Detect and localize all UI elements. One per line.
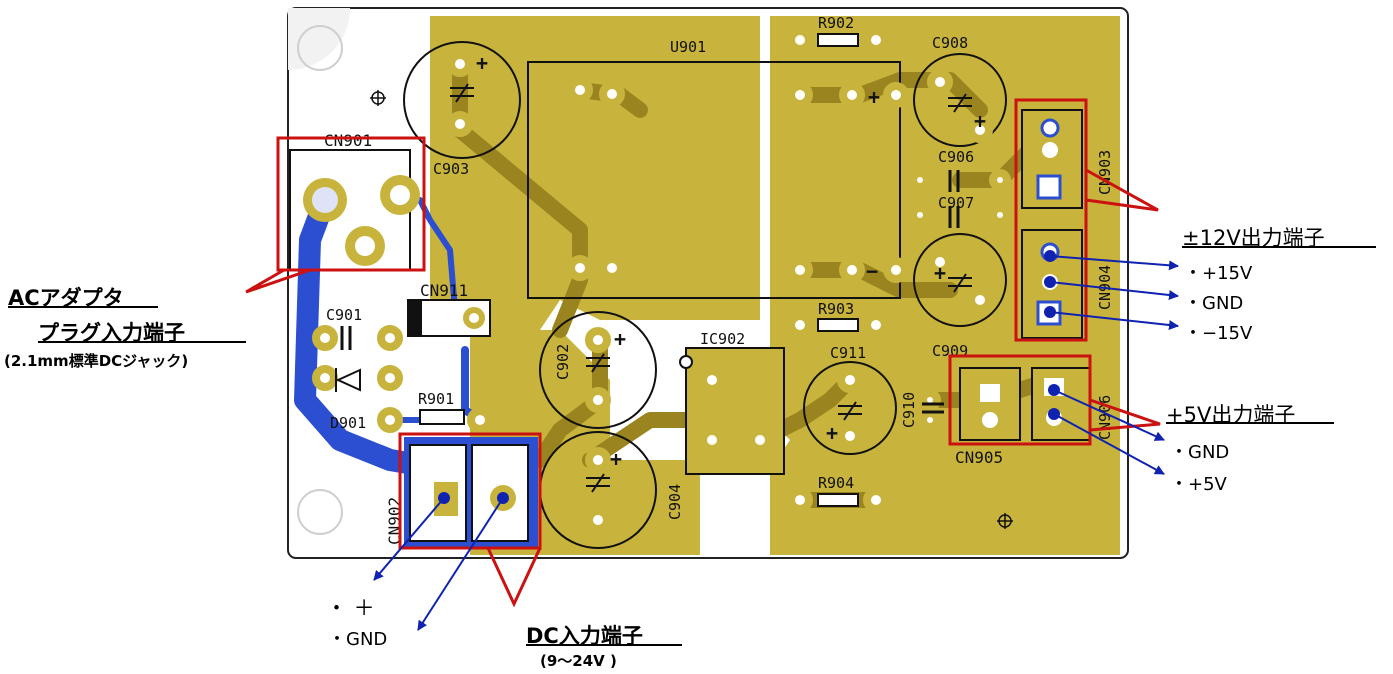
fiducial-marks <box>370 90 1013 529</box>
p5-pin-gnd: ・GND <box>1170 442 1230 463</box>
silk-plus-c911: + <box>826 421 838 445</box>
silk-c902: C902 <box>554 344 572 380</box>
dc-input-subtitle: (9〜24V ) <box>540 652 617 670</box>
d901-symbol <box>335 368 361 392</box>
resistor-bodies <box>419 33 859 507</box>
cn902-connector <box>404 437 538 547</box>
ic902-outline <box>685 347 785 475</box>
silk-c911: C911 <box>830 344 866 362</box>
silk-c908: C908 <box>932 34 968 52</box>
dc-input-title: DC入力端子 <box>526 624 643 648</box>
silk-r903: R903 <box>818 300 854 318</box>
small-capacitors <box>340 170 960 414</box>
silk-plus-c902: + <box>614 327 626 351</box>
silk-r901: R901 <box>418 390 454 408</box>
pm12-output-title: ±12V出力端子 <box>1182 226 1325 250</box>
silk-plus-c904: + <box>610 447 622 471</box>
ac-adapter-subtitle: (2.1mm標準DCジャック) <box>4 352 189 370</box>
red-callouts <box>245 98 1161 608</box>
silk-plus-c907: + <box>934 261 946 285</box>
cn903-cn904-connectors <box>1021 109 1083 339</box>
silk-c906: C906 <box>938 148 974 166</box>
silk-ic902: IC902 <box>700 330 745 348</box>
cn901-pads <box>303 175 420 266</box>
silk-cn905: CN905 <box>955 448 1003 467</box>
silk-c907: C907 <box>938 194 974 212</box>
p5-pin-plus5: ・+5V <box>1170 474 1227 495</box>
pm12-pin-minus15: ・−15V <box>1184 323 1253 344</box>
pm12-pin-gnd: ・GND <box>1184 293 1244 314</box>
p5-output-title: +5V出力端子 <box>1166 403 1296 427</box>
silk-cn901: CN901 <box>324 131 372 150</box>
dc-pin-gnd: ・GND <box>328 629 388 650</box>
ac-adapter-title: ACアダプタ <box>8 286 124 310</box>
silk-c904: C904 <box>666 484 684 520</box>
silk-plus-c908b: + <box>974 109 986 133</box>
silk-c910: C910 <box>900 392 918 428</box>
silk-r904: R904 <box>818 474 854 492</box>
pin-arrows <box>373 250 1179 631</box>
ac-adapter-title-line2: プラグ入力端子 <box>38 321 185 345</box>
silk-cn903: CN903 <box>1096 150 1114 195</box>
silk-c901: C901 <box>326 306 362 324</box>
silk-plus-c908: + <box>868 85 880 109</box>
u901-outline <box>527 61 901 299</box>
cap-symbols <box>450 83 972 493</box>
title-underlines <box>8 246 1376 646</box>
pads <box>312 27 1011 533</box>
ic902-pin1-mark <box>679 355 693 369</box>
dc-pin-plus: ・ ＋ <box>326 596 375 620</box>
silk-r902: R902 <box>818 14 854 32</box>
silk-d901: D901 <box>330 414 366 432</box>
silk-minus-u901: − <box>866 259 878 283</box>
silk-cn911: CN911 <box>420 281 468 300</box>
silk-plus-c903: + <box>476 51 488 75</box>
silk-c903: C903 <box>433 160 469 178</box>
pm12-pin-plus15: ・+15V <box>1184 263 1253 284</box>
electrolytic-capacitors <box>403 41 1007 549</box>
silk-u901: U901 <box>670 38 706 56</box>
